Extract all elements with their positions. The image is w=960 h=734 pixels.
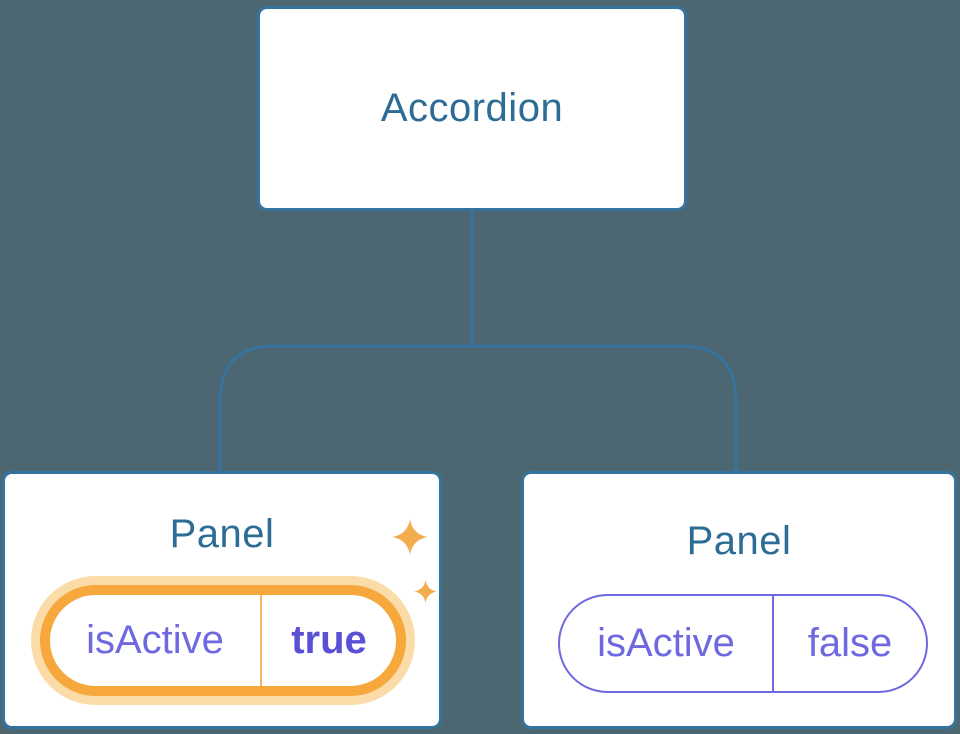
panel-component-node-active: Panel isActive true [2, 471, 442, 729]
connector-branch [218, 344, 738, 471]
state-name-label: isActive [597, 621, 735, 665]
state-value-label: true [291, 618, 367, 662]
pill-divider [260, 595, 262, 686]
accordion-component-node: Accordion [257, 6, 687, 211]
state-pill-active: isActive true [40, 585, 406, 696]
state-name-label: isActive [86, 618, 224, 662]
state-pill-inactive: isActive false [558, 594, 928, 693]
accordion-node-label: Accordion [380, 86, 564, 130]
sparkles-icon [392, 519, 428, 555]
state-value-label: false [807, 621, 893, 665]
pill-divider [772, 596, 774, 691]
panel-node-label: Panel [169, 512, 275, 556]
panel-component-node-inactive: Panel isActive false [521, 471, 957, 729]
sparkles-icon [414, 580, 437, 603]
panel-node-label: Panel [686, 519, 792, 563]
